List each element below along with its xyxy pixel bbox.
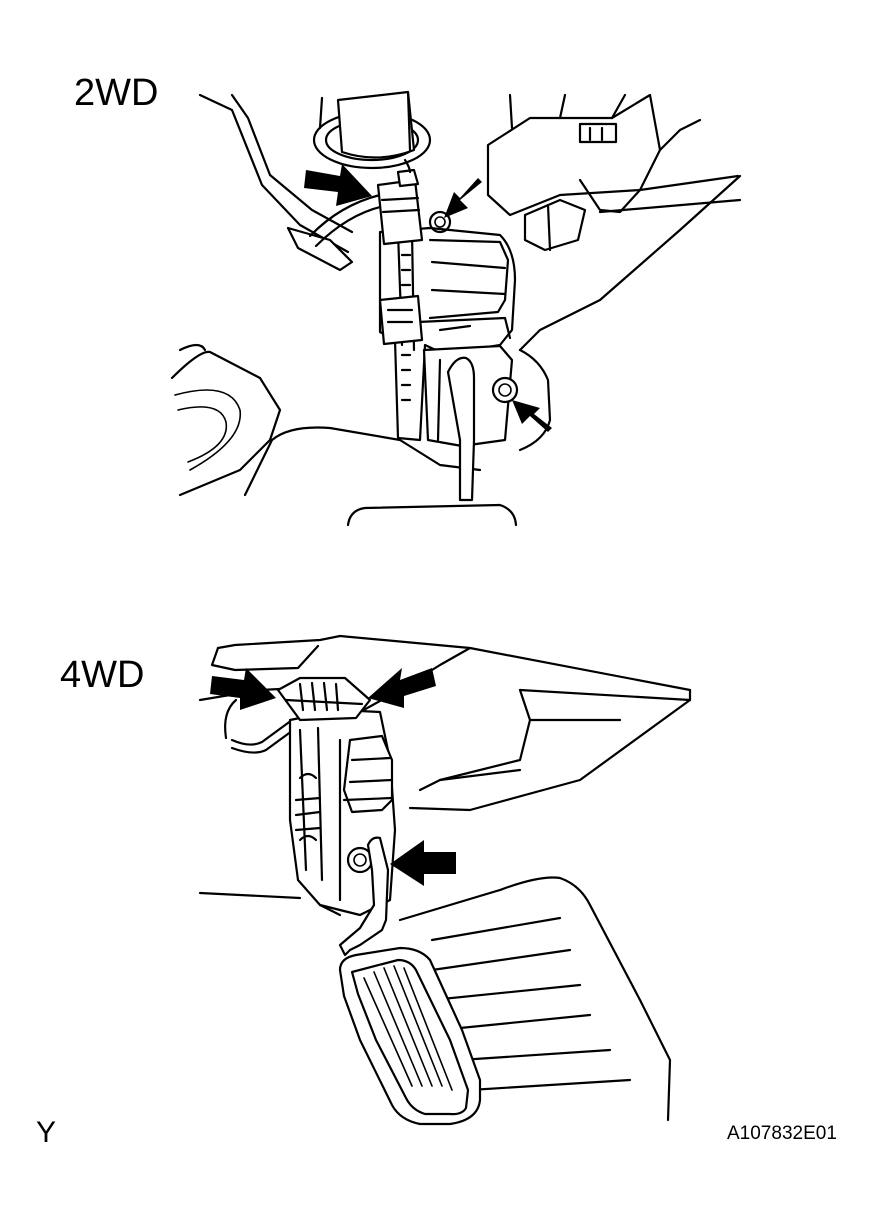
diagram-2wd: [170, 90, 742, 527]
corner-mark: Y: [36, 1116, 57, 1149]
arrow-icon: [444, 178, 482, 218]
arrow-icon: [304, 164, 372, 206]
diagram-4wd: [198, 634, 692, 1126]
label-2wd: 2WD: [74, 72, 159, 114]
arrow-icon: [210, 668, 276, 710]
arrow-icon: [368, 668, 436, 708]
accelerator-pedal-icon: [338, 946, 482, 1126]
figure-id: A107832E01: [727, 1123, 837, 1144]
arrow-icon: [512, 400, 552, 432]
arrow-icon: [390, 840, 456, 886]
label-4wd: 4WD: [60, 654, 145, 696]
